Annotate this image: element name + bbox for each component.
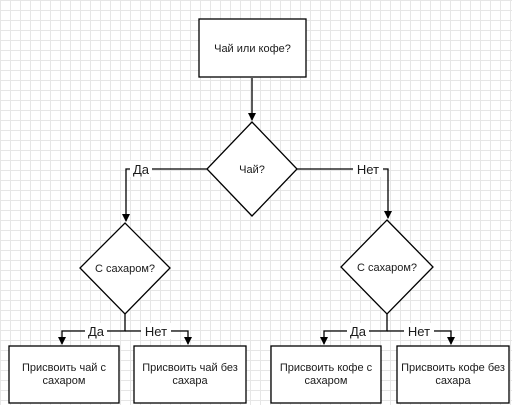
node-coffee-without-sugar-line2: сахара bbox=[435, 375, 471, 387]
node-coffee-with-sugar[interactable]: Присвоить кофе с сахаром bbox=[270, 345, 382, 404]
edge-label-no-left: Нет bbox=[145, 324, 167, 339]
decision-tea-label: Чай? bbox=[239, 164, 265, 176]
node-tea-without-sugar-line2: сахара bbox=[172, 375, 208, 387]
decision-sugar-left[interactable]: С сахаром? bbox=[79, 222, 171, 315]
node-start[interactable]: Чай или кофе? bbox=[198, 18, 307, 78]
edge-label-yes-right: Да bbox=[350, 324, 367, 339]
edge-labels: Да Нет Да Нет Да Нет bbox=[85, 161, 434, 339]
decision-sugar-left-label: С сахаром? bbox=[95, 263, 155, 275]
node-coffee-without-sugar[interactable]: Присвоить кофе без сахара bbox=[396, 345, 510, 404]
node-tea-with-sugar-line2: сахаром bbox=[43, 375, 86, 387]
node-tea-without-sugar-line1: Присвоить чай без bbox=[142, 362, 238, 374]
node-start-label: Чай или кофе? bbox=[214, 43, 291, 55]
decision-tea[interactable]: Чай? bbox=[206, 121, 298, 217]
edge-label-yes-left: Да bbox=[88, 324, 105, 339]
node-coffee-with-sugar-line2: сахаром bbox=[305, 375, 348, 387]
edge-label-no-right: Нет bbox=[408, 324, 430, 339]
edge-tea-no bbox=[297, 168, 392, 219]
node-tea-with-sugar-line1: Присвоить чай с bbox=[22, 362, 107, 374]
edge-tea-yes bbox=[122, 168, 207, 222]
node-coffee-with-sugar-line1: Присвоить кофе с bbox=[280, 362, 373, 374]
node-coffee-without-sugar-line1: Присвоить кофе без bbox=[401, 362, 505, 374]
node-tea-with-sugar[interactable]: Присвоить чай с сахаром bbox=[8, 345, 120, 404]
edge-label-no-tea: Нет bbox=[357, 162, 379, 177]
edge-label-yes-tea: Да bbox=[133, 162, 150, 177]
decision-sugar-right-label: С сахаром? bbox=[357, 262, 417, 274]
node-tea-without-sugar[interactable]: Присвоить чай без сахара bbox=[133, 345, 247, 404]
decision-sugar-right[interactable]: С сахаром? bbox=[340, 219, 434, 315]
